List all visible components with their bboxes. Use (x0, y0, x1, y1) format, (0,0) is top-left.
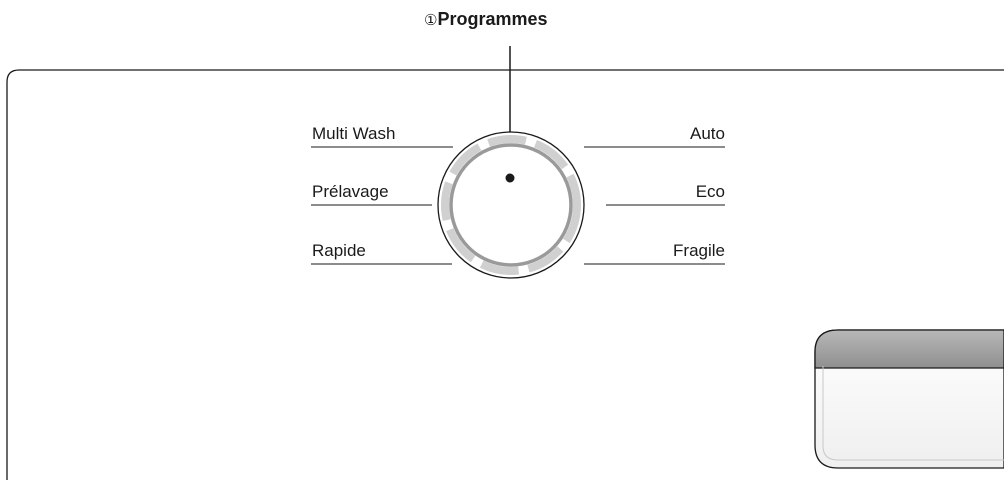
programme-label-fragile: Fragile (673, 241, 725, 260)
callout-label: Programmes (437, 9, 548, 29)
panel-outline (6, 69, 1004, 480)
programme-label-eco: Eco (695, 182, 725, 201)
programme-label-rapide: Rapide (312, 241, 366, 260)
programme-label-multi-wash: Multi Wash (312, 124, 396, 143)
programme-dial (437, 131, 585, 279)
callout-number: ① (424, 12, 438, 29)
programme-label-auto: Auto (690, 124, 725, 143)
display-window (814, 329, 1004, 469)
dial-center-dot (505, 173, 515, 183)
callout-title: ①Programmes (424, 9, 594, 30)
programme-label-prelavage: Prélavage (312, 182, 389, 201)
